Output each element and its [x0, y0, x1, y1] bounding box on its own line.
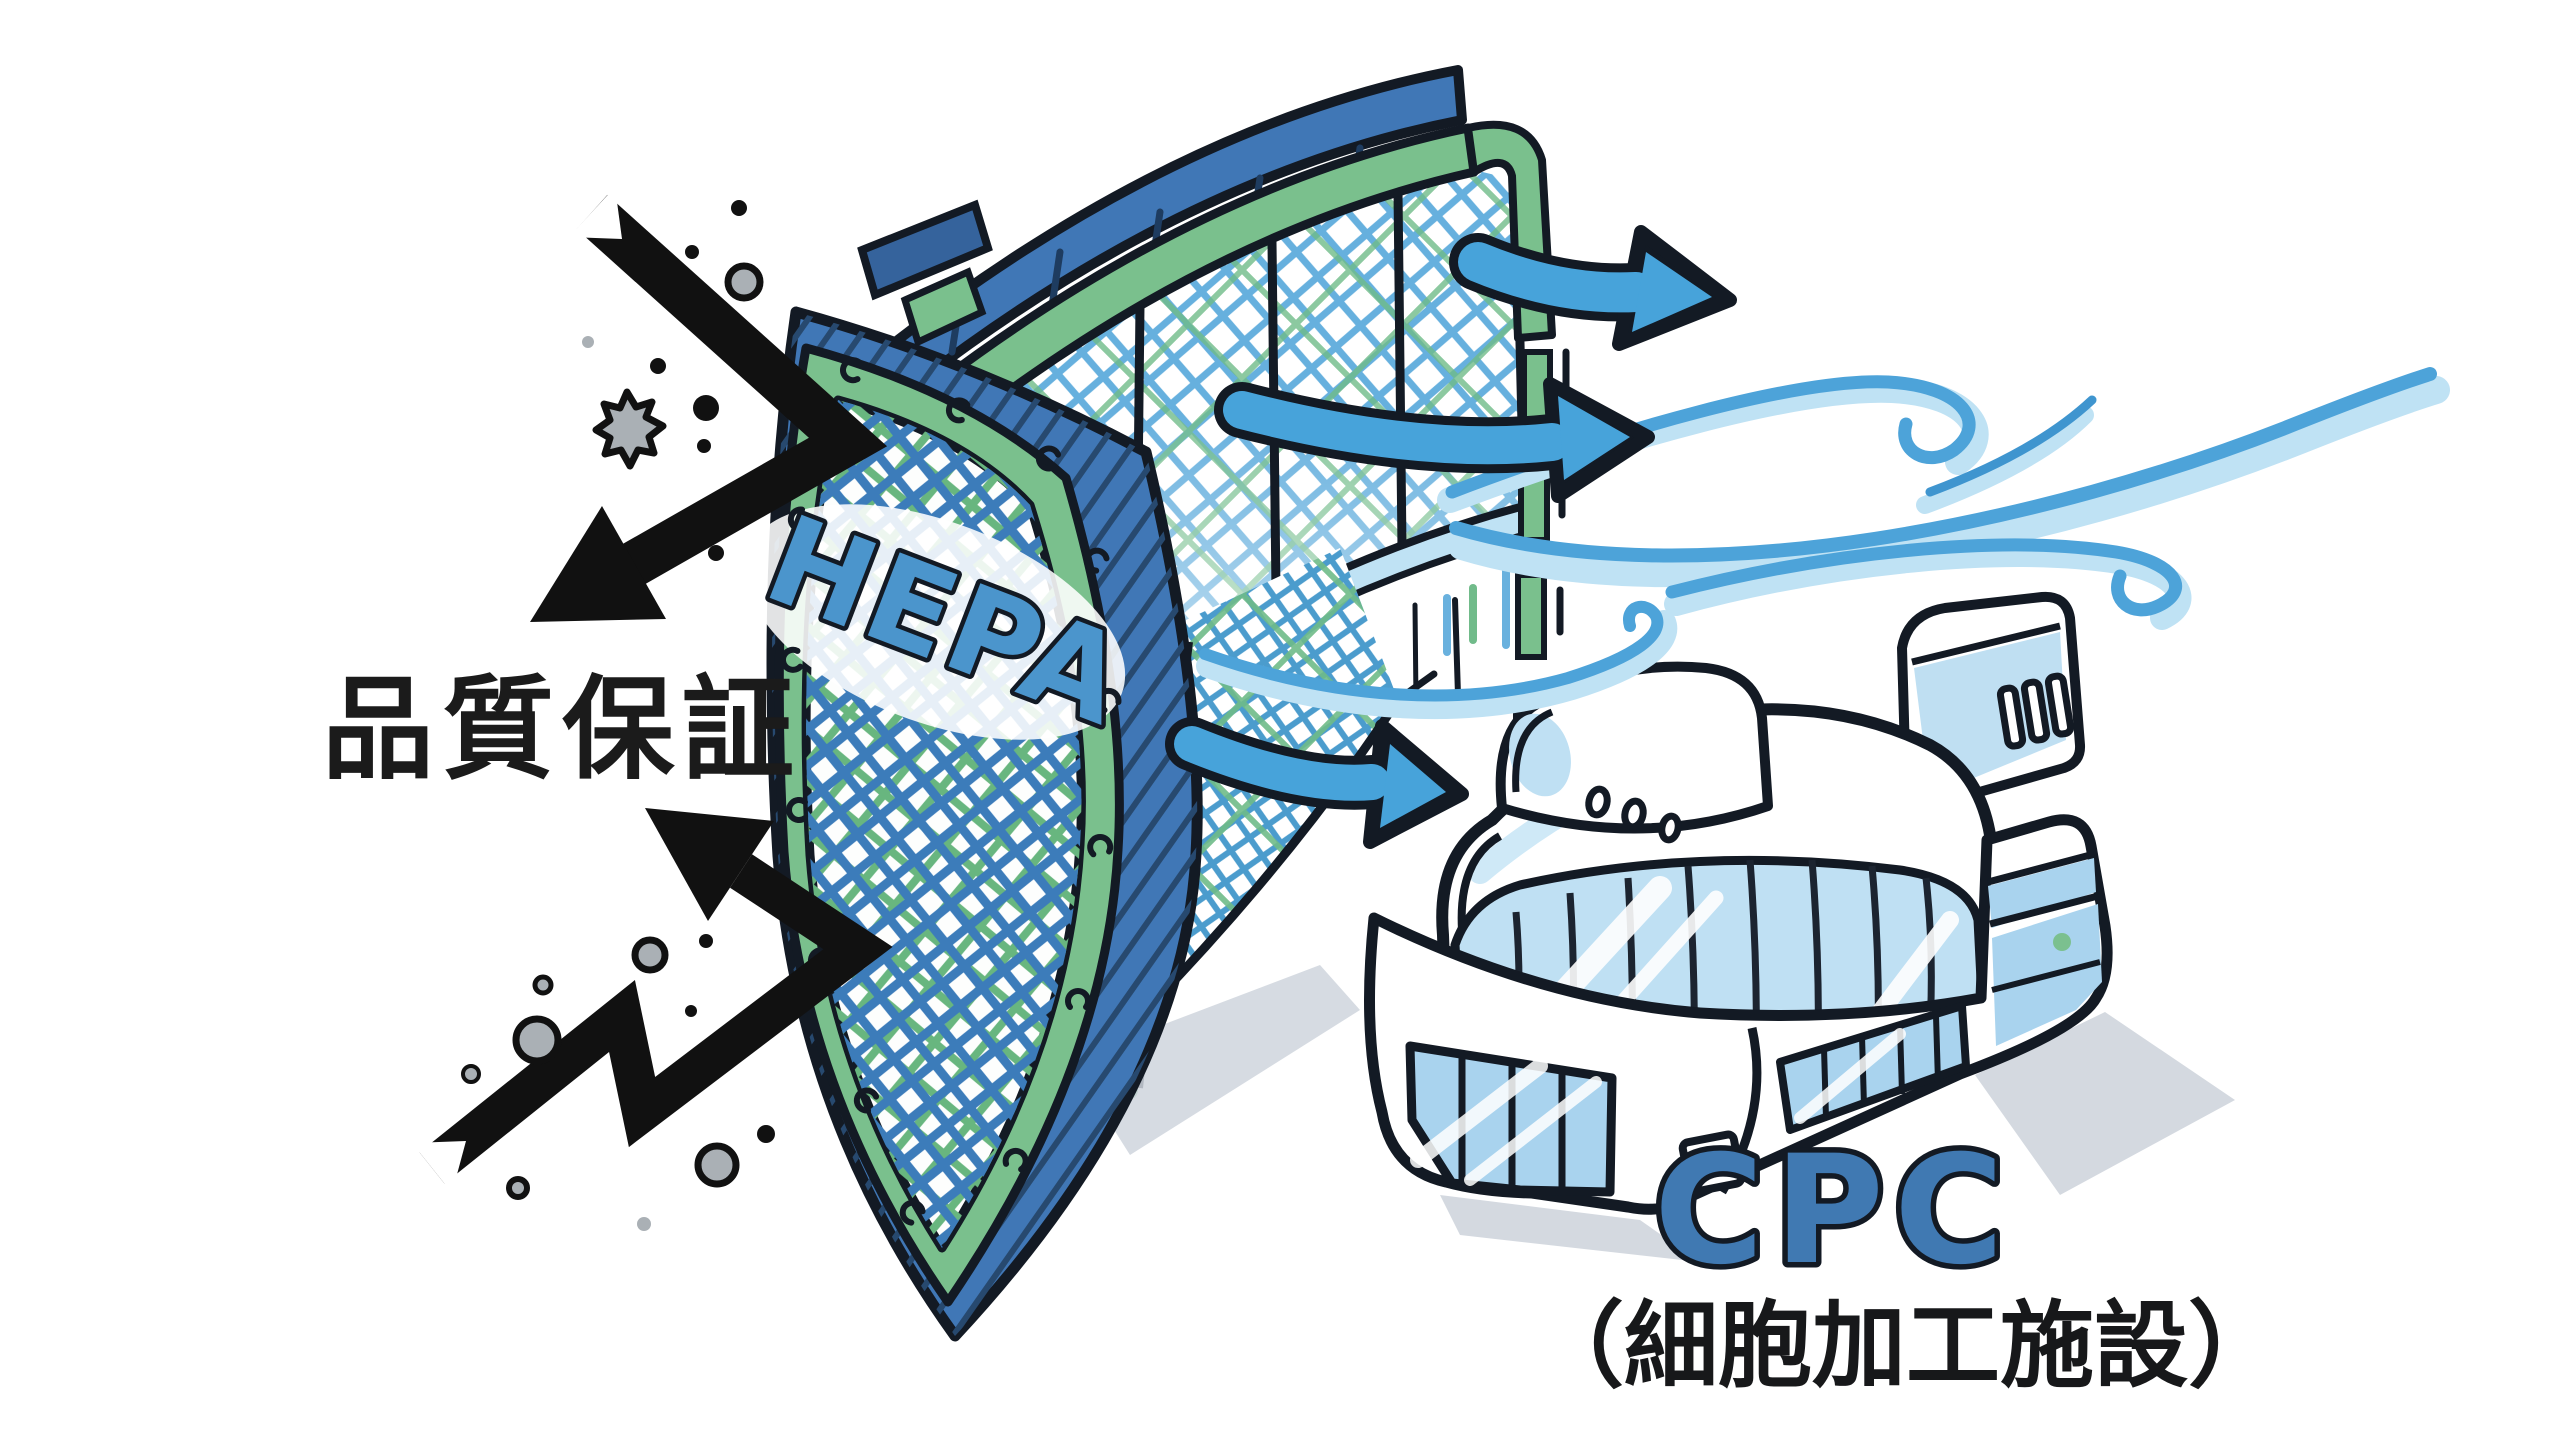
particle — [697, 439, 711, 453]
particle — [582, 336, 594, 348]
particle — [637, 1217, 651, 1231]
air-swoosh-light — [1916, 406, 2094, 514]
particle — [506, 1176, 530, 1200]
particle — [693, 395, 719, 421]
particle-star — [592, 388, 667, 470]
airflow-arrow-bottom — [1165, 717, 1469, 849]
building-door — [1678, 1130, 1746, 1196]
base-right-stripes — [1987, 850, 2102, 1046]
air-swirl-mid — [1665, 538, 2183, 617]
cabin-dots-icon — [1585, 785, 1682, 844]
filter-wall-top-band — [833, 65, 1467, 445]
contaminant-particles — [461, 200, 775, 1231]
building-shadow-right — [1975, 1012, 2235, 1195]
quality-assurance-label: 品質保証 — [322, 665, 802, 795]
air-stream-long — [1449, 367, 2437, 563]
particle — [708, 545, 724, 561]
particle — [699, 934, 713, 948]
shield-label-halo — [744, 504, 1126, 740]
airflow-arrow-middle — [1214, 377, 1655, 503]
base-window-band-left — [1405, 1041, 1617, 1197]
particle — [461, 1064, 481, 1084]
air-stream-long-light — [1448, 376, 2450, 588]
particle — [631, 936, 669, 974]
cpc-subtitle-label: （細胞加工施設） — [1530, 1292, 2282, 1401]
cpc-facility-building — [1364, 591, 2235, 1262]
contaminant-arrow-top — [530, 187, 888, 622]
air-stream-low-light — [1196, 610, 1678, 720]
particle — [757, 1125, 775, 1143]
building-base — [1364, 814, 2113, 1215]
airflow-arrows — [1165, 225, 1737, 849]
contaminant-arrow-bottom — [412, 808, 893, 1193]
cpc-label: CPC — [1654, 1124, 2014, 1298]
vent-slits-icon — [1996, 672, 2075, 750]
contaminant-impact-arrows — [412, 187, 893, 1231]
particle — [532, 974, 554, 996]
building-cabin — [1495, 661, 1773, 844]
building-shadow-bottom — [1440, 1195, 1700, 1262]
air-swoosh — [1925, 395, 2097, 497]
hepa-filter-shield — [744, 306, 1203, 1342]
wall-shadow — [1070, 965, 1360, 1155]
particle — [694, 1142, 740, 1188]
shield-face — [744, 395, 1126, 1253]
airflow-arrow-top — [1449, 225, 1737, 351]
particle — [724, 262, 764, 302]
particle — [512, 1015, 562, 1065]
particle — [650, 358, 666, 374]
particle — [685, 1005, 697, 1017]
particle — [731, 200, 747, 216]
air-stream-low — [1199, 600, 1664, 702]
particle — [685, 245, 699, 259]
base-window-strip-right — [1776, 1002, 1970, 1134]
